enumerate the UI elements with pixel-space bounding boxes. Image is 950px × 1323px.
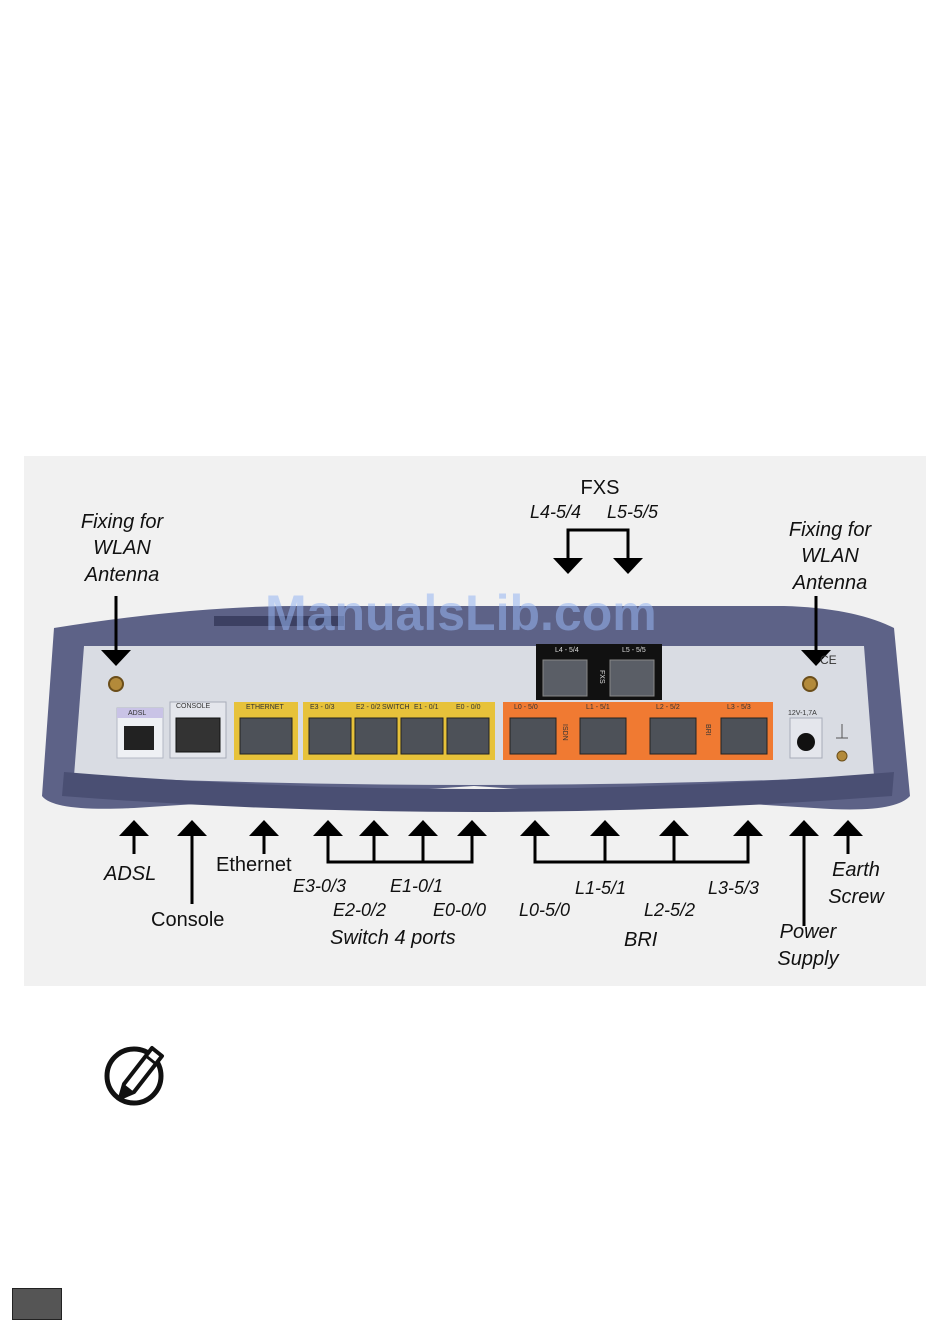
pencil-note-icon: [102, 1040, 168, 1110]
device-rear-panel-figure: [24, 456, 926, 986]
panel-ethernet-label: ETHERNET: [246, 704, 284, 711]
label-bri: BRI: [624, 929, 658, 951]
ethernet-port: [239, 717, 293, 755]
label-wlan-right-3: Antenna: [792, 572, 868, 594]
label-switch-e0: E0-0/0: [433, 900, 487, 920]
label-earth-2: Screw: [828, 886, 884, 908]
bri-port-l3: [720, 717, 768, 755]
panel-sw-e2-label: E2 - 0/2: [356, 704, 381, 711]
panel-fxs-l5-label: L5 - 5/5: [622, 647, 646, 654]
switch-port-e1: [400, 717, 444, 755]
panel-switch-label: SWITCH: [382, 704, 410, 711]
console-port: [175, 717, 221, 753]
label-fxs-l4: L4-5/4: [530, 502, 582, 522]
label-bri-l1: L1-5/1: [575, 878, 627, 898]
adsl-port: [124, 726, 154, 750]
panel-bri-l2-label: L2 - 5/2: [656, 704, 680, 711]
label-switch-e2: E2-0/2: [333, 900, 387, 920]
label-wlan-left-3: Antenna: [84, 564, 160, 586]
antenna-fixing-right: [802, 676, 818, 692]
panel-sw-e1-label: E1 - 0/1: [414, 704, 439, 711]
label-wlan-left-2: WLAN: [93, 537, 151, 559]
panel-bri-l1-label: L1 - 5/1: [586, 704, 610, 711]
panel-fxs-mark: FXS: [598, 670, 605, 684]
label-fxs-l5: L5-5/5: [607, 502, 659, 522]
label-power-2: Supply: [777, 948, 839, 970]
fxs-port-l4: [542, 659, 588, 697]
label-wlan-left-1: Fixing for: [80, 511, 164, 533]
label-bri-l0: L0-5/0: [519, 900, 571, 920]
panel-bri-l3-label: L3 - 5/3: [727, 704, 751, 711]
label-ethernet: Ethernet: [216, 854, 292, 876]
router-illustration: [42, 528, 910, 926]
label-fxs: FXS: [580, 477, 620, 499]
panel-ce-mark: CE: [820, 653, 837, 667]
switch-port-e3: [308, 717, 352, 755]
label-wlan-right-2: WLAN: [801, 545, 859, 567]
fxs-port-l5: [609, 659, 655, 697]
panel-sw-e0-label: E0 - 0/0: [456, 704, 481, 711]
label-wlan-right-1: Fixing for: [788, 519, 872, 541]
bri-port-l2: [649, 717, 697, 755]
label-earth-1: Earth: [832, 859, 880, 881]
label-bri-l2: L2-5/2: [644, 900, 696, 920]
label-adsl: ADSL: [104, 863, 157, 885]
page-number-box: [12, 1288, 62, 1320]
label-switch-e1: E1-0/1: [390, 876, 444, 896]
bri-port-l1: [579, 717, 627, 755]
panel-power-label: 12V-1,7A: [788, 710, 817, 717]
panel-isdn-label: ISDN: [561, 724, 568, 741]
antenna-fixing-left: [108, 676, 124, 692]
panel-fxs-l4-label: L4 - 5/4: [555, 647, 579, 654]
panel-bri-label: BRI: [704, 724, 711, 736]
label-bri-l3: L3-5/3: [708, 878, 760, 898]
label-switch-4-ports: Switch 4 ports: [330, 927, 456, 949]
panel-sw-e3-label: E3 - 0/3: [310, 704, 335, 711]
label-switch-e3: E3-0/3: [293, 876, 347, 896]
switch-port-e2: [354, 717, 398, 755]
panel-console-label: CONSOLE: [176, 703, 211, 710]
earth-screw: [836, 750, 848, 762]
power-jack: [797, 733, 815, 751]
panel-adsl-label: ADSL: [128, 710, 147, 717]
label-power-1: Power: [779, 921, 837, 943]
watermark: ManualsLib.com: [265, 585, 657, 641]
bri-port-l0: [509, 717, 557, 755]
panel-bri-l0-label: L0 - 5/0: [514, 704, 538, 711]
label-console: Console: [151, 909, 225, 931]
switch-port-e0: [446, 717, 490, 755]
